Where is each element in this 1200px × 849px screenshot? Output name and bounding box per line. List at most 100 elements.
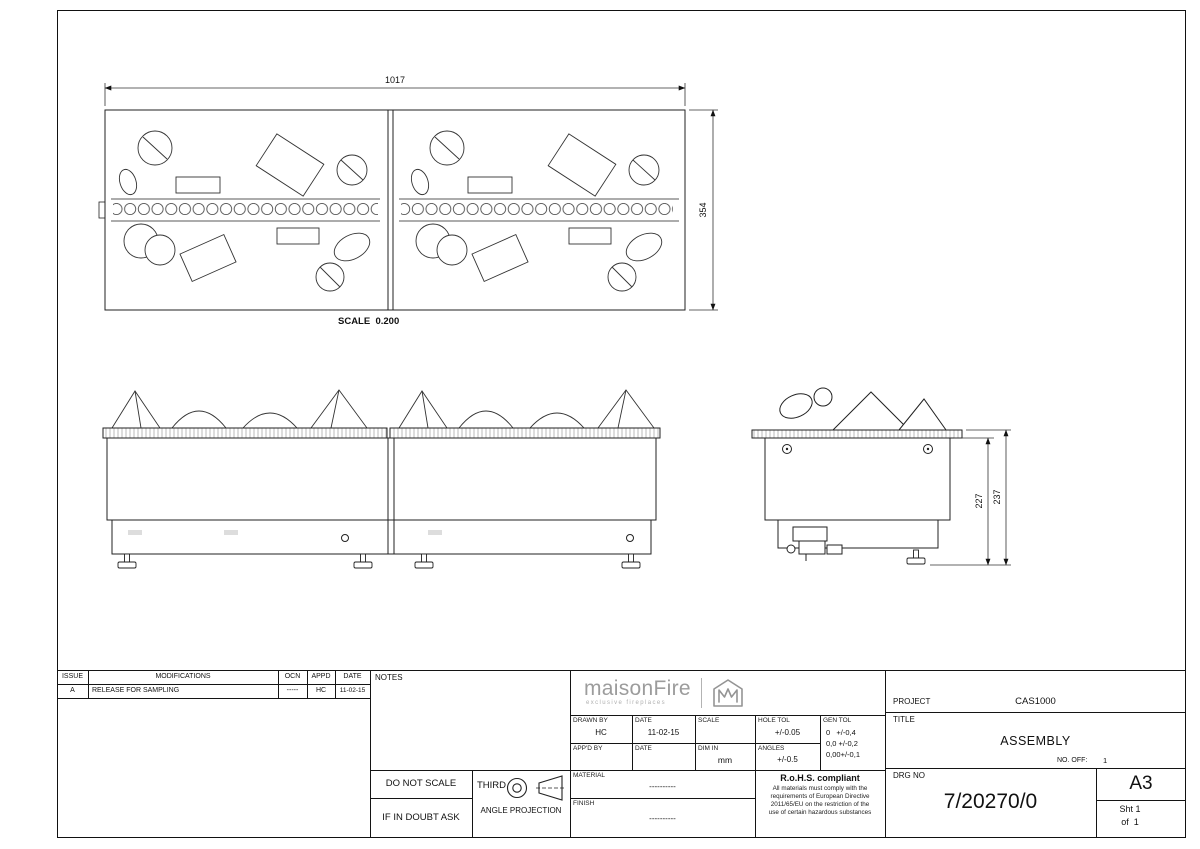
hole-tol-label: HOLE TOL [758, 717, 790, 724]
projection-circles-icon [506, 777, 528, 799]
material-value: ---------- [649, 782, 676, 791]
issue-row-line [57, 698, 370, 699]
scale-cell: SCALE [695, 715, 755, 743]
date-header: DATE [343, 673, 362, 680]
issue-row-issue: A [70, 687, 75, 694]
appd-by-cell: APP'D BY [570, 743, 632, 770]
gen-tol-line3: 0,00+/-0,1 [826, 750, 860, 759]
title-value: ASSEMBLY [1000, 734, 1071, 748]
title-cell: TITLE ASSEMBLY NO. OFF: 1 [885, 712, 1186, 768]
no-off-label: NO. OFF: [1057, 757, 1088, 764]
issue-header: ISSUE [61, 673, 83, 680]
grid-col-line-3 [755, 715, 756, 838]
a3-bottom-line [1096, 800, 1186, 801]
angles-label: ANGLES [758, 745, 785, 752]
v-line-1 [370, 670, 371, 838]
dim-in-cell: DIM IN mm [695, 743, 755, 770]
issue-row-ocn: ----- [286, 687, 299, 694]
appd-date-cell: DATE [632, 743, 695, 770]
logo-wordmark: maisonFire [584, 677, 691, 700]
angles-cell: ANGLES +/-0.5 [755, 743, 820, 770]
project-bottom-line [885, 712, 1186, 713]
warn-col-line [472, 770, 473, 838]
material-finish-line [570, 798, 755, 799]
finish-value: ---------- [649, 814, 676, 823]
projection-cone-icon [536, 775, 566, 801]
gen-tol-line2: 0,0 +/-0,2 [826, 739, 858, 748]
logo-divider [700, 677, 702, 708]
modifications-header: MODIFICATIONS [155, 673, 211, 680]
issue-col-line-1 [88, 670, 89, 698]
sheet-frame [57, 10, 1186, 838]
gen-tol-label: GEN TOL [823, 717, 852, 724]
issue-row-date: 11-02-15 [339, 687, 366, 694]
drawn-by-label: DRAWN BY [573, 717, 608, 724]
rohs-line4: use of certain hazardous substances [768, 809, 872, 816]
drg-no-value: 7/20270/0 [943, 790, 1038, 813]
drawn-by-cell: DRAWN BY HC [570, 715, 632, 743]
dim-side-inner: 227 [974, 493, 984, 508]
drawn-by-value: HC [595, 728, 607, 737]
dim-top-depth: 354 [698, 202, 708, 217]
dim-top-width: 1017 [385, 75, 405, 85]
third-label: THIRD [477, 780, 507, 791]
side-view-dimensions [930, 429, 1011, 566]
project-cell: PROJECT CAS1000 [885, 670, 1186, 712]
do-not-scale-label: DO NOT SCALE [385, 778, 457, 789]
grid-col-line-1 [632, 715, 633, 770]
issue-row-appd: HC [315, 687, 327, 694]
v-line-3 [885, 670, 886, 838]
issue-col-line-3 [307, 670, 308, 698]
maisonfire-house-icon [713, 678, 743, 707]
grid-bottom-line [370, 770, 885, 771]
if-in-doubt-label: IF IN DOUBT ASK [382, 812, 460, 823]
hole-tol-value: +/-0.05 [774, 728, 801, 737]
front-feet [117, 553, 641, 569]
title-bottom-line [885, 768, 1186, 769]
no-off-value: 1 [1103, 756, 1108, 765]
drawn-date-label: DATE [635, 717, 652, 724]
v-line-2 [570, 670, 571, 838]
issue-row-modification: RELEASE FOR SAMPLING [92, 687, 180, 694]
a3-col-line [1096, 768, 1097, 838]
material-label: MATERIAL [573, 772, 606, 779]
finish-label: FINISH [573, 800, 595, 807]
rohs-line3: 2011/65/EU on the restriction of the [770, 801, 870, 808]
rohs-cell: R.o.H.S. compliant All materials must co… [755, 770, 885, 838]
gen-tol-cell: GEN TOL 0 +/-0,4 0,0 +/-0,2 0,00+/-0,1 [820, 715, 885, 770]
dim-side-overall: 237 [992, 489, 1002, 504]
logo-bottom-line [570, 715, 885, 716]
rohs-line2: requirements of European Directive [770, 793, 870, 800]
scale-label: SCALE [698, 717, 720, 724]
dim-in-value: mm [717, 755, 733, 765]
drawn-date-cell: DATE 11-02-15 [632, 715, 695, 743]
drg-no-cell: DRG NO 7/20270/0 A3 Sht 1 of 1 [885, 768, 1186, 838]
sheet-size: A3 [1129, 773, 1153, 794]
drawn-date-value: 11-02-15 [647, 728, 680, 737]
dim-in-label: DIM IN [698, 745, 719, 752]
drg-no-label: DRG NO [893, 771, 925, 780]
warn-divider-line [370, 798, 472, 799]
side-view [751, 387, 963, 565]
issue-col-line-4 [335, 670, 336, 698]
angle-projection-label: ANGLE PROJECTION [480, 806, 562, 815]
hole-tol-cell: HOLE TOL +/-0.05 [755, 715, 820, 743]
top-view-dimensions [104, 83, 718, 311]
project-label: PROJECT [893, 697, 931, 706]
material-cell: MATERIAL ---------- [570, 770, 755, 798]
logo-tagline: exclusive fireplaces [586, 700, 667, 706]
appd-date-label: DATE [635, 745, 652, 752]
titleblock-top-line [57, 670, 1186, 671]
logo: maisonFire exclusive fireplaces [570, 670, 885, 715]
notes-label: NOTES [375, 673, 403, 682]
appd-by-label: APP'D BY [573, 745, 603, 752]
top-view [98, 109, 686, 311]
gen-tol-line1: 0 +/-0,4 [826, 728, 856, 737]
rohs-line1: All materials must comply with the [772, 785, 868, 792]
angles-value: +/-0.5 [777, 755, 798, 764]
issue-header-line [57, 684, 370, 685]
issue-col-line-2 [278, 670, 279, 698]
grid-col-line-2 [695, 715, 696, 770]
rohs-title: R.o.H.S. compliant [780, 773, 860, 783]
